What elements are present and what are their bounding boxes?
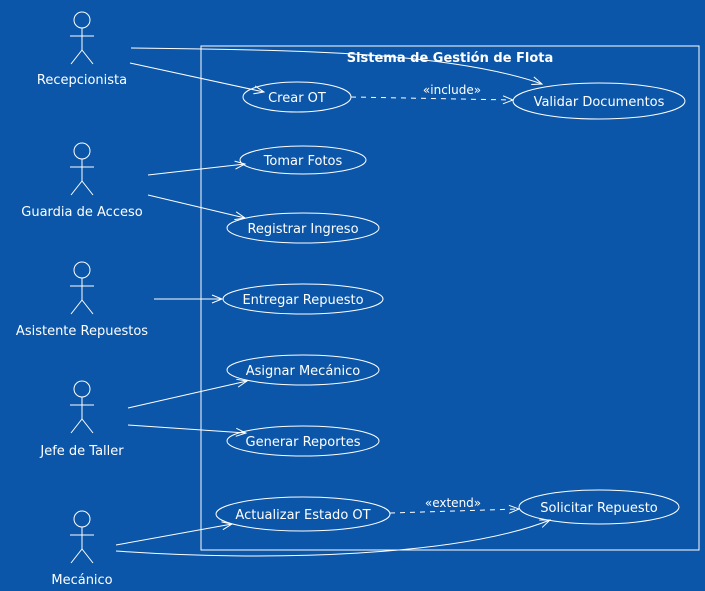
use-case-label: Tomar Fotos [263, 154, 343, 169]
stick-figure-icon [70, 11, 94, 65]
use-case-label: Entregar Repuesto [242, 293, 363, 308]
association-guardia-tomar-fotos [147, 164, 245, 176]
use-case-label: Solicitar Repuesto [540, 501, 658, 516]
association-mecanico-actualizar-estado-ot [115, 524, 232, 546]
use-case-actualizar-estado-ot: Actualizar Estado OT [215, 496, 391, 532]
system-title: Sistema de Gestión de Flota [347, 51, 554, 66]
association-guardia-registrar-ingreso [147, 194, 245, 218]
use-case-label: Actualizar Estado OT [235, 508, 370, 523]
use-case-asignar-mecanico: Asignar Mecánico [226, 354, 380, 386]
association-jefe-generar-reportes [127, 424, 246, 433]
include-label: «include» [423, 83, 481, 97]
use-case-label: Registrar Ingreso [247, 222, 358, 237]
association-recepcionista-validar-documentos [130, 47, 542, 84]
actor-asistente-repuestos: Asistente Repuestos [16, 261, 148, 339]
stick-figure-icon [70, 380, 94, 434]
use-case-registrar-ingreso: Registrar Ingreso [226, 212, 380, 244]
use-case-solicitar-repuesto: Solicitar Repuesto [518, 489, 680, 525]
actor-label: Jefe de Taller [39, 444, 124, 459]
extend-relation [389, 509, 519, 513]
actor-label: Guardia de Acceso [21, 205, 142, 220]
association-jefe-asignar-mecanico [127, 381, 247, 409]
use-case-label: Validar Documentos [534, 95, 665, 110]
association-mecanico-solicitar-repuesto [115, 520, 550, 557]
include-relation [350, 97, 513, 100]
use-case-label: Generar Reportes [246, 435, 361, 450]
use-case-tomar-fotos: Tomar Fotos [239, 145, 367, 175]
stick-figure-icon [70, 510, 94, 564]
actor-recepcionista: Recepcionista [37, 11, 127, 88]
actor-jefe-de-taller: Jefe de Taller [39, 380, 124, 459]
actor-guardia-de-acceso: Guardia de Acceso [21, 142, 143, 220]
use-case-crear-ot: Crear OT [242, 81, 352, 113]
actor-label: Mecánico [51, 573, 112, 588]
actor-label: Recepcionista [37, 73, 127, 88]
use-case-label: Asignar Mecánico [246, 364, 361, 379]
extend-label: «extend» [425, 496, 481, 510]
stick-figure-icon [70, 261, 94, 315]
use-case-entregar-repuesto: Entregar Repuesto [222, 283, 384, 315]
actor-label: Asistente Repuestos [16, 324, 148, 339]
association-recepcionista-crear-ot [129, 62, 264, 92]
use-case-label: Crear OT [268, 91, 326, 106]
system-boundary [200, 45, 700, 551]
actor-mecanico: Mecánico [51, 510, 113, 588]
use-case-generar-reportes: Generar Reportes [226, 425, 380, 457]
stick-figure-icon [70, 142, 94, 196]
use-case-validar-documentos: Validar Documentos [512, 82, 686, 120]
